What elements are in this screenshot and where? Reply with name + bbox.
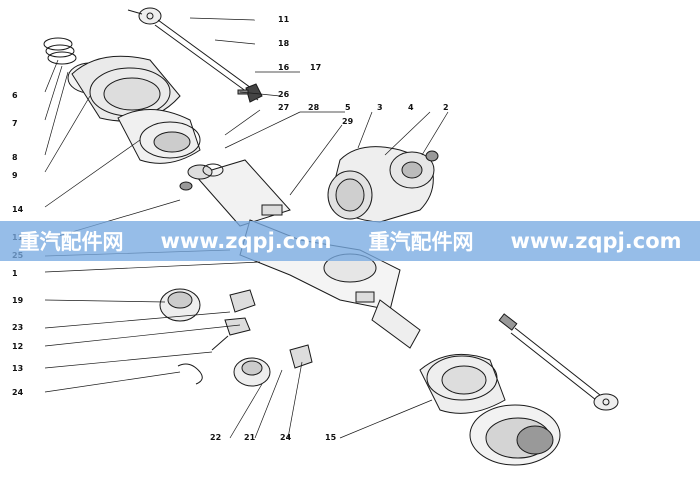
differential-carrier — [327, 146, 439, 223]
part-label-24-bottom: 24 — [280, 433, 292, 442]
leader-lines — [44, 17, 449, 439]
watermark-band: 重汽配件网 www.zqpj.com 重汽配件网 www.zqpj.com — [0, 221, 700, 261]
part-label-7: 7 — [12, 119, 18, 128]
part-label-5: 5 — [345, 103, 351, 112]
part-label-12: 12 — [12, 342, 23, 351]
watermark-text: 重汽配件网 — [368, 230, 474, 254]
part-label-4: 4 — [408, 103, 414, 112]
part-label-6: 6 — [12, 91, 18, 100]
part-label-27: 27 — [278, 103, 289, 112]
part-label-21: 21 — [244, 433, 256, 442]
part-label-29: 29 — [342, 117, 354, 126]
part-label-23: 23 — [12, 323, 23, 332]
part-label-16: 16 — [278, 63, 290, 72]
part-label-2: 2 — [443, 103, 449, 112]
part-label-8: 8 — [12, 153, 18, 162]
right-brake-drum-hub — [419, 353, 561, 466]
watermark-text: 重汽配件网 — [18, 230, 124, 254]
part-labels: 11 18 16 17 26 27 28 5 29 3 4 2 6 7 8 9 … — [12, 15, 449, 442]
part-label-13: 13 — [12, 364, 23, 373]
part-label-26: 26 — [278, 90, 290, 99]
watermark-url: www.zqpj.com — [510, 229, 682, 253]
part-label-22: 22 — [210, 433, 221, 442]
left-axle-tube — [179, 159, 291, 227]
part-label-15: 15 — [325, 433, 337, 442]
part-label-18: 18 — [278, 39, 290, 48]
part-label-9: 9 — [12, 171, 18, 180]
part-label-3: 3 — [377, 103, 383, 112]
part-label-24-left: 24 — [12, 388, 24, 397]
part-label-17: 17 — [310, 63, 321, 72]
part-label-11-top: 11 — [278, 15, 290, 24]
brake-chambers-brackets — [159, 288, 313, 387]
part-label-19: 19 — [12, 296, 24, 305]
right-half-shaft — [498, 313, 619, 411]
part-label-1: 1 — [12, 269, 18, 278]
part-label-28: 28 — [308, 103, 320, 112]
top-propeller-shaft — [127, 7, 263, 101]
watermark-url: www.zqpj.com — [160, 229, 332, 253]
left-brake-drum-hub — [43, 37, 201, 164]
part-label-14: 14 — [12, 205, 24, 214]
